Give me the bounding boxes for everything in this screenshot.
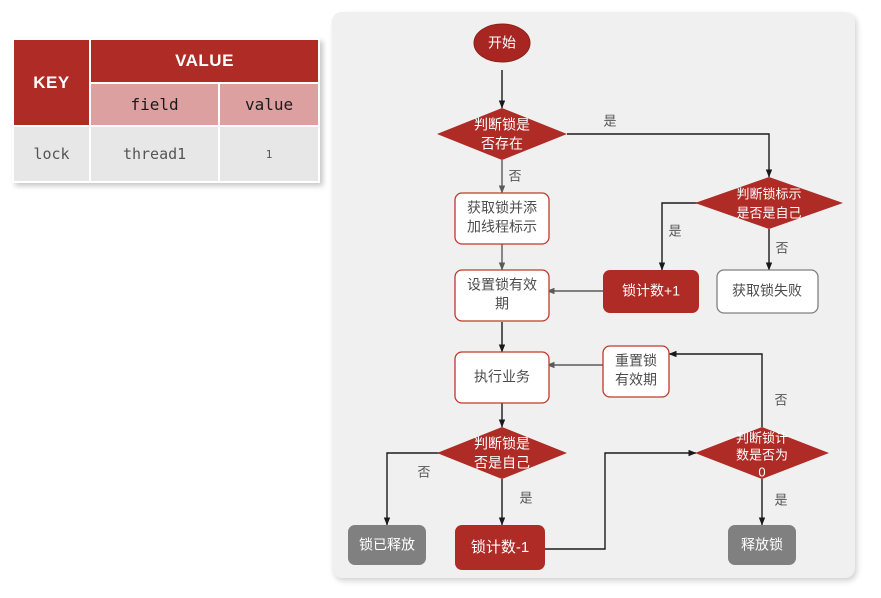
edge-label-d1-no: 否 <box>508 168 521 183</box>
node-acquire-label-line1: 获取锁并添 <box>467 200 537 216</box>
node-count-dec-label: 锁计数-1 <box>471 539 529 556</box>
node-count-increment[interactable]: 锁计数+1 <box>603 270 699 313</box>
edge-label-d3-no: 否 <box>417 464 430 479</box>
edge-label-d2-no: 否 <box>775 240 788 255</box>
d1-diamond-shape <box>437 108 567 160</box>
node-d2-label-line2: 是否是自己 <box>736 205 801 220</box>
node-set-ttl-label-line1: 设置锁有效 <box>467 277 537 293</box>
node-unlock-label: 释放锁 <box>741 537 783 553</box>
key-value-table: KEY VALUE field value lock thread1 1 <box>12 38 320 183</box>
node-reset-ttl-label-line1: 重置锁 <box>615 353 657 369</box>
node-release-lock[interactable]: 释放锁 <box>728 525 796 565</box>
node-decision-lock-is-self-2[interactable]: 判断锁是 否是自己 <box>437 427 567 479</box>
acquire-rect-shape <box>454 192 550 245</box>
node-reset-lock-ttl[interactable]: 重置锁 有效期 <box>602 345 670 398</box>
node-d4-label-line1: 判断锁计 <box>736 430 788 445</box>
start-oval-shape <box>473 23 531 63</box>
count-inc-rect-shape <box>603 270 699 313</box>
node-business-label: 执行业务 <box>474 369 530 385</box>
node-decision-count-is-zero[interactable]: 判断锁计 数是否为 0 <box>695 427 829 479</box>
header-cell-field: field <box>91 84 219 125</box>
node-decision-lock-exists[interactable]: 判断锁是 否存在 <box>437 108 567 160</box>
reset-ttl-rect-shape <box>602 345 670 398</box>
set-ttl-rect-shape <box>454 269 550 322</box>
node-count-decrement[interactable]: 锁计数-1 <box>455 525 545 570</box>
node-count-inc-label: 锁计数+1 <box>622 283 680 299</box>
d3-diamond-shape <box>437 427 567 479</box>
node-d3-label-line2: 否是自己 <box>474 455 530 471</box>
count-dec-rect-shape <box>455 525 545 570</box>
table-header-row-2: field value <box>14 84 318 125</box>
node-acquire-label-line2: 加线程标示 <box>467 219 537 235</box>
node-acquire-lock[interactable]: 获取锁并添 加线程标示 <box>454 192 550 245</box>
node-d4-label-line3: 0 <box>758 464 765 479</box>
edge-label-d4-no: 否 <box>774 392 787 407</box>
business-rect-shape <box>454 351 550 404</box>
edge-label-d4-yes: 是 <box>774 492 787 507</box>
node-decision-lock-is-self[interactable]: 判断锁标示 是否是自己 <box>695 177 843 229</box>
d4-diamond-shape <box>695 427 829 479</box>
fail-rect-shape <box>716 269 819 314</box>
kv-table-element: KEY VALUE field value lock thread1 1 <box>12 38 320 183</box>
node-start[interactable]: 开始 <box>473 23 531 63</box>
d2-diamond-shape <box>695 177 843 229</box>
node-d1-label-line2: 否存在 <box>481 136 523 152</box>
edge-d1-yes-to-d2 <box>567 133 773 178</box>
released-rect-shape <box>348 525 426 565</box>
node-set-ttl-label-line2: 期 <box>495 296 509 312</box>
node-start-label: 开始 <box>488 35 516 51</box>
flowchart-panel: 是 否 是 否 是 否 是 否 开始 判断锁是 否存在 判断锁标示 是否是自己 … <box>332 12 855 578</box>
edge-label-d3-yes: 是 <box>519 490 532 505</box>
edge-d2-yes-to-count-inc <box>658 202 702 271</box>
node-released-label: 锁已释放 <box>359 537 415 553</box>
cell-field: thread1 <box>91 127 219 181</box>
node-d2-label-line1: 判断锁标示 <box>736 186 801 201</box>
header-cell-value: VALUE <box>91 40 318 83</box>
node-fail-label: 获取锁失败 <box>732 283 802 299</box>
edge-label-d2-yes: 是 <box>668 223 681 238</box>
node-reset-ttl-label-line2: 有效期 <box>615 372 657 388</box>
table-header-row-1: KEY VALUE <box>14 40 318 125</box>
flowchart-svg: 是 否 是 否 是 否 是 否 开始 判断锁是 否存在 判断锁标示 是否是自己 … <box>348 23 843 570</box>
cell-value: 1 <box>220 127 318 181</box>
table-row: lock thread1 1 <box>14 127 318 181</box>
edge-d3-no-to-released <box>383 452 440 526</box>
node-d4-label-line2: 数是否为 <box>736 447 788 462</box>
node-d3-label-line1: 判断锁是 <box>474 436 530 452</box>
edge-d4-no-to-reset-ttl <box>668 350 763 427</box>
cell-key: lock <box>14 127 89 181</box>
node-acquire-fail[interactable]: 获取锁失败 <box>716 269 819 314</box>
unlock-rect-shape <box>728 525 796 565</box>
edge-label-d1-yes: 是 <box>603 113 616 128</box>
header-cell-key: KEY <box>14 40 89 125</box>
node-lock-released[interactable]: 锁已释放 <box>348 525 426 565</box>
node-set-lock-ttl[interactable]: 设置锁有效 期 <box>454 269 550 322</box>
header-cell-val: value <box>220 84 318 125</box>
node-d1-label-line1: 判断锁是 <box>474 117 530 133</box>
node-execute-business[interactable]: 执行业务 <box>454 351 550 404</box>
edge-count-dec-to-d4 <box>545 449 697 550</box>
